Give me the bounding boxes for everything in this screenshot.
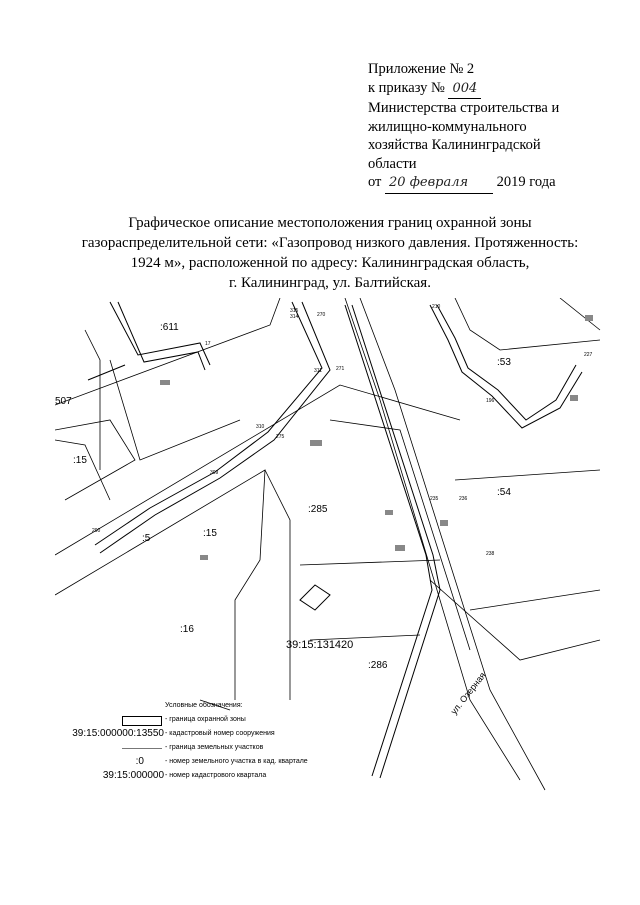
parcel-label: :54 <box>497 487 511 498</box>
point-label: 315 <box>290 308 299 314</box>
date-handwritten: 20 февраля <box>385 174 494 194</box>
point-label: 311 <box>314 368 322 374</box>
legend-item: - граница земельных участков <box>60 742 360 756</box>
appendix-line: хозяйства Калининградской <box>368 137 541 153</box>
order-number-handwritten: 004 <box>448 80 482 99</box>
protection-zone-symbol <box>122 716 162 726</box>
document-title: Графическое описание местоположения гран… <box>60 213 600 293</box>
parcel-label: 507 <box>55 396 72 407</box>
parcel-labels: :611 :53 507 :15 :285 :54 :15 :5 :16 :28… <box>55 322 511 716</box>
point-label: 275 <box>276 434 285 440</box>
cadastral-quarter-label: 39:15:131420 <box>286 639 353 651</box>
point-label: 270 <box>317 312 326 318</box>
protection-zone-boundary <box>87 301 583 779</box>
appendix-line: Приложение № 2 <box>368 61 475 77</box>
point-label: 227 <box>584 352 593 358</box>
point-labels: 315 314 270 311 271 310 275 309 290 17 2… <box>92 304 593 557</box>
legend-item: :0 - номер земельного участка в кад. ква… <box>60 756 360 770</box>
legend-item: 39:15:000000 - номер кадастрового кварта… <box>60 770 360 784</box>
parcel-label: :16 <box>180 624 194 635</box>
appendix-line: области <box>368 155 417 172</box>
parcel-boundaries <box>55 298 601 791</box>
street-label: ул. Озерная <box>449 670 488 716</box>
point-label: 314 <box>290 314 299 320</box>
point-label: 310 <box>256 424 265 430</box>
title-line: 1924 м», расположенной по адресу: Калини… <box>130 255 530 271</box>
legend-item: - граница охранной зоны <box>60 714 360 728</box>
order-prefix: к приказу № <box>368 79 445 96</box>
legend-symbol: 39:15:000000 <box>102 770 164 781</box>
point-label: 17 <box>205 341 211 347</box>
legend-item: 39:15:000000:13550 - кадастровый номер с… <box>60 728 360 742</box>
title-line: Графическое описание местоположения гран… <box>128 215 532 231</box>
point-label: 238 <box>486 551 495 557</box>
legend-symbol: 39:15:000000:13550 <box>72 728 164 739</box>
point-label: 196 <box>486 398 495 404</box>
cadastral-map: :611 :53 507 :15 :285 :54 :15 :5 :16 :28… <box>55 298 601 791</box>
date-suffix: 2019 года <box>496 174 556 190</box>
date-prefix: от <box>368 174 382 190</box>
legend-label: - номер земельного участка в кад. кварта… <box>165 758 308 765</box>
point-label: 271 <box>336 366 345 372</box>
parcel-label: :286 <box>368 660 388 671</box>
parcel-label: :5 <box>142 533 151 544</box>
legend-title: Условные обозначения: <box>165 702 243 709</box>
parcel-label: :285 <box>308 504 328 515</box>
appendix-line: жилищно-коммунального <box>368 118 527 135</box>
point-label: 210 <box>432 304 441 310</box>
point-label: 235 <box>430 496 439 502</box>
point-label: 309 <box>210 470 219 476</box>
legend-label: - граница земельных участков <box>165 744 264 751</box>
point-label: 236 <box>459 496 468 502</box>
title-line: г. Калининград, ул. Балтийская. <box>229 275 431 291</box>
appendix-line: Министерства строительства и <box>368 100 560 116</box>
legend-label: - номер кадастрового квартала <box>165 772 267 779</box>
legend-symbol: :0 <box>135 756 144 767</box>
point-label: 290 <box>92 528 101 534</box>
appendix-header: Приложение № 2 к приказу № 004 Министерс… <box>368 60 559 194</box>
parcel-label: :53 <box>497 357 511 368</box>
parcel-label: :611 <box>160 322 179 333</box>
parcel-label: :15 <box>203 528 217 539</box>
buildings <box>160 315 593 560</box>
parcel-label: :15 <box>73 455 87 466</box>
date-line: от 20 февраля 2019 года <box>368 173 559 194</box>
order-line: к приказу № 004 <box>368 79 559 99</box>
title-line: газораспределительной сети: «Газопровод … <box>81 235 579 251</box>
parcel-boundary-symbol <box>122 748 162 749</box>
legend-label: - граница охранной зоны <box>165 716 246 723</box>
legend-label: - кадастровый номер сооружения <box>165 730 275 737</box>
